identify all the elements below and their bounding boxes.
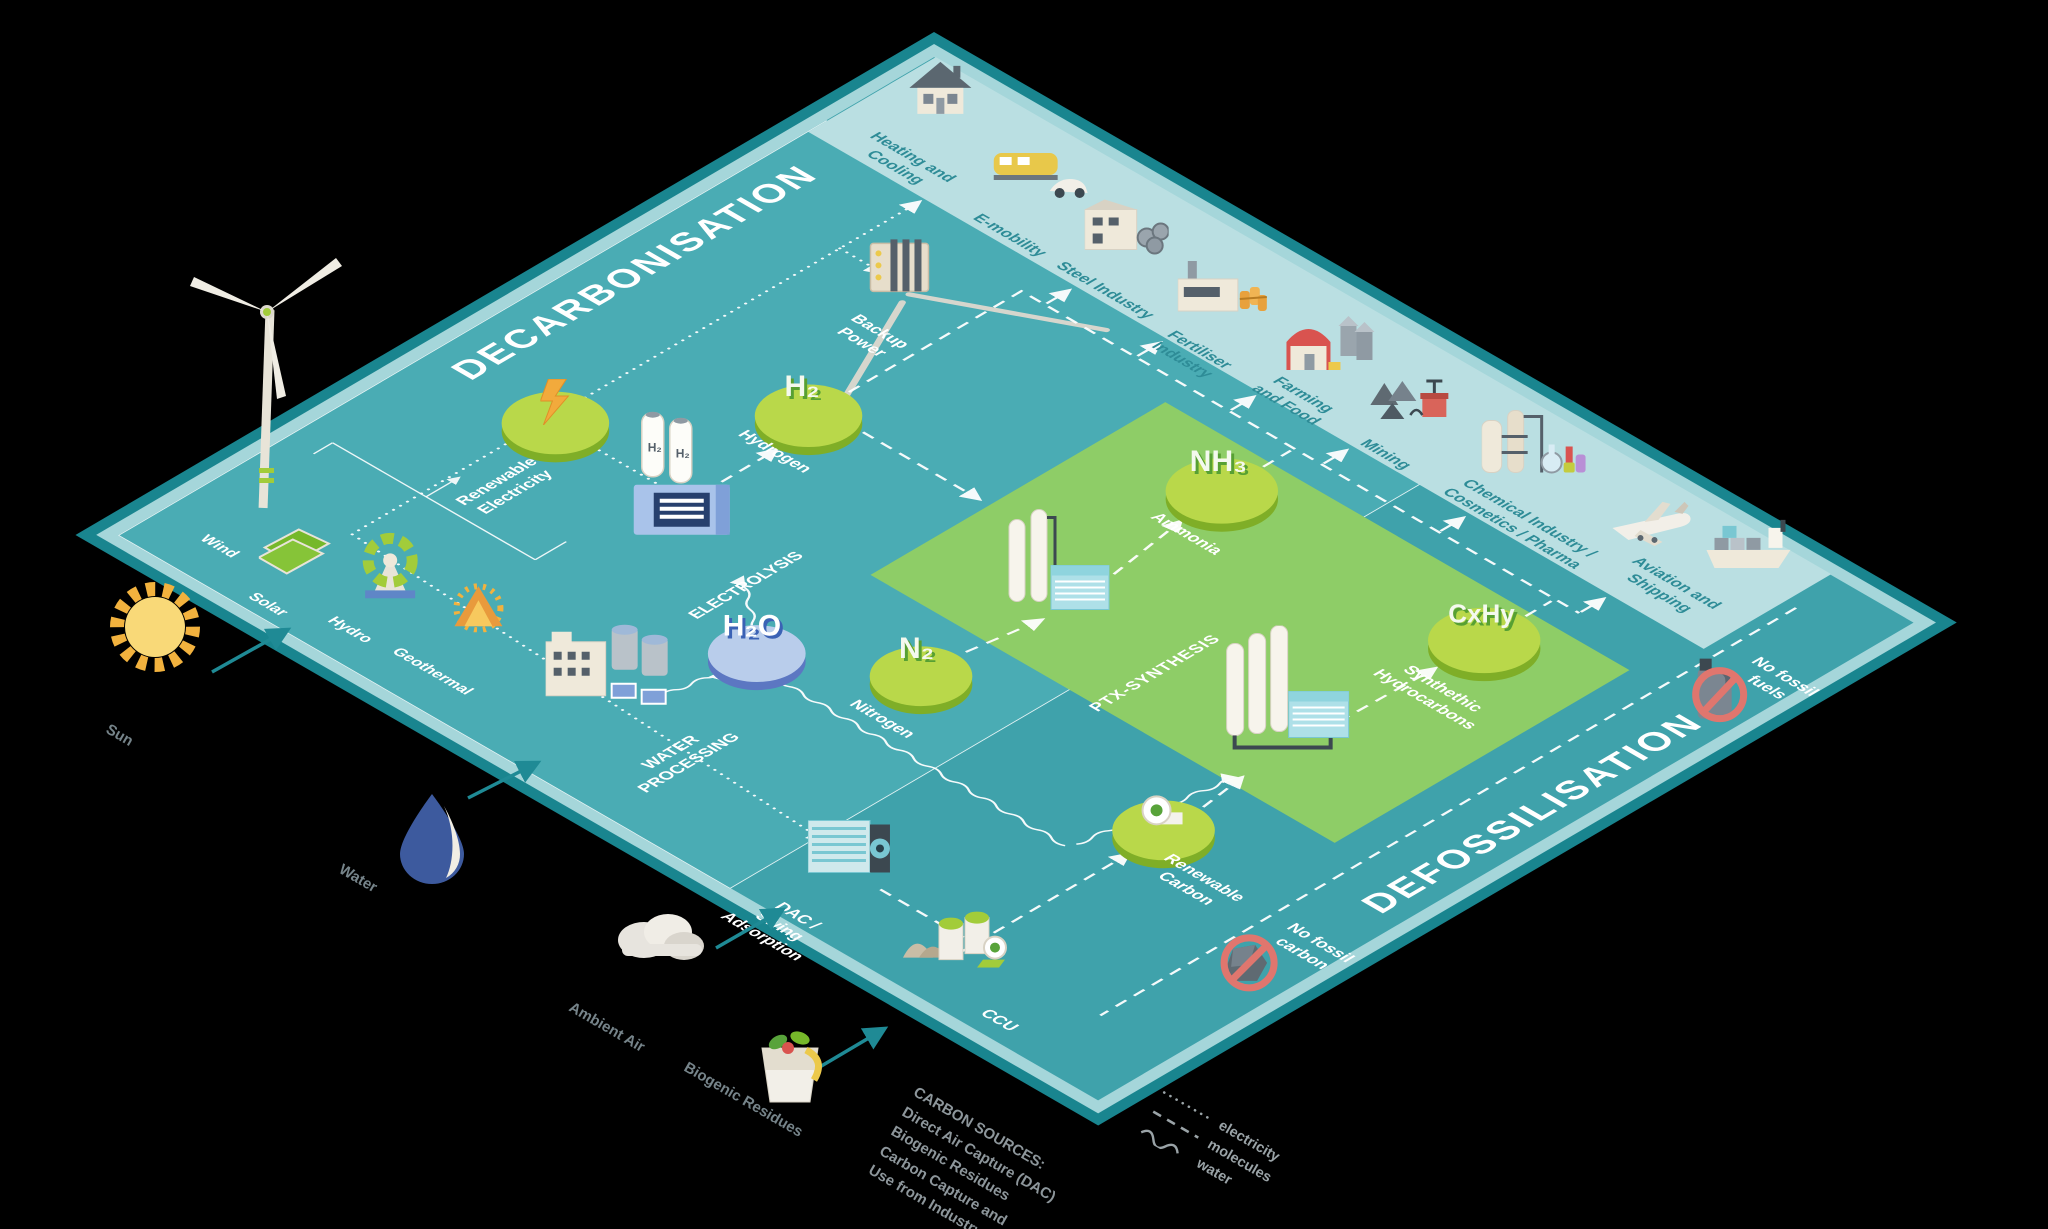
legend-row-electricity: electricity <box>1157 1082 1287 1170</box>
arrow-air-in <box>715 907 787 950</box>
to-aviation <box>1579 597 1607 613</box>
collector-arrow <box>425 476 461 498</box>
pipeline-h2-backup <box>835 300 906 411</box>
legend-row-water: water <box>1135 1120 1265 1208</box>
electricity-to-sectors <box>555 200 923 415</box>
pipeline-backup-sectors <box>905 292 1110 333</box>
sun-icon <box>110 582 200 672</box>
ptx-to-cxhy <box>1337 666 1439 723</box>
wind-turbine-icon <box>190 258 342 509</box>
to-fertiliser <box>1136 341 1164 357</box>
collector-line <box>312 442 567 561</box>
arrow-water-in <box>467 760 542 800</box>
h2-to-ptx <box>861 431 983 502</box>
arrow-sun-in <box>211 627 292 674</box>
arrow-biogenic-in <box>817 1026 889 1070</box>
to-chemical <box>1439 516 1467 532</box>
dotted-line-icon <box>1162 1091 1211 1120</box>
biogenic-residues-icon <box>761 1031 822 1103</box>
to-farming <box>1229 395 1257 411</box>
cxhy-up <box>1524 600 1553 617</box>
to-steel <box>1045 288 1073 305</box>
water-drop-icon <box>400 794 464 884</box>
h2-from-electrolysis <box>702 448 779 494</box>
legend-row-molecules: molecules <box>1146 1101 1276 1189</box>
defossilisation-boundary <box>1099 607 1798 1017</box>
wavy-line-icon <box>1140 1129 1179 1154</box>
nh3-up <box>1262 449 1292 468</box>
ptx-to-ammonia <box>1097 519 1184 587</box>
h2-bus <box>847 289 1581 614</box>
iso-floor: H₂ H₂O N₂ NH₃ CxHy <box>75 32 1957 1126</box>
to-mining <box>1322 448 1350 465</box>
flow-legend: electricity molecules water <box>1135 1082 1287 1208</box>
n2-to-ptx <box>964 618 1046 653</box>
electricity-to-dac <box>349 439 828 844</box>
ambient-air-icon <box>618 914 704 960</box>
h2o-to-ptx-a <box>774 678 1066 847</box>
dashed-line-icon <box>1152 1110 1199 1139</box>
